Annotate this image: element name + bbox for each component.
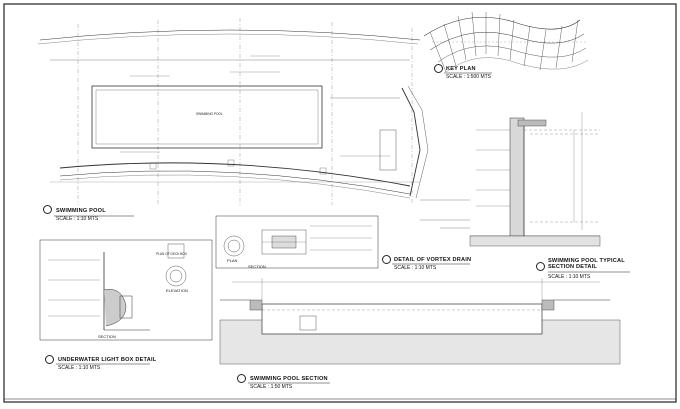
title-bubble (434, 64, 443, 73)
light-box-section-label: SECTION (98, 334, 116, 339)
title-bubble (237, 374, 246, 383)
vortex-drain-scale: SCALE : 1:10 MTS (394, 265, 437, 271)
light-box-elevation-label: ELEVATION (166, 288, 188, 293)
vortex-drain-title: DETAIL OF VORTEX DRAIN (394, 257, 472, 263)
plan-of-deck-box-label: PLAN OF DECK BOX (156, 252, 187, 256)
deck-box-plan-label: PLAN (227, 258, 238, 263)
key-plan-title: KEY PLAN (446, 66, 476, 72)
light-box-drawing (39, 239, 213, 341)
title-bubble (382, 255, 391, 264)
title-bubble (45, 355, 54, 364)
sheet-border (3, 3, 677, 403)
pool-section-drawing (219, 278, 621, 365)
vortex-drain-drawing (420, 199, 470, 229)
pool-center-label: SWIMMING POOL (196, 112, 223, 116)
key-plan-scale: SCALE : 1:500 MTS (446, 74, 492, 80)
title-bubble (536, 262, 545, 271)
light-box-title: UNDERWATER LIGHT BOX DETAIL (58, 357, 157, 363)
pool-section-scale: SCALE : 1:50 MTS (250, 384, 293, 390)
typical-section-drawing (469, 112, 601, 247)
typical-section-scale: SCALE : 1:10 MTS (548, 274, 591, 280)
light-box-scale: SCALE : 1:10 MTS (58, 365, 101, 371)
pool-section-title: SWIMMING POOL SECTION (250, 376, 328, 382)
typical-section-title: SWIMMING POOL TYPICAL SECTION DETAIL (548, 258, 625, 270)
deck-box-drawing (215, 215, 379, 269)
title-bubble (43, 205, 52, 214)
swimming-pool-plan (37, 18, 429, 205)
deck-box-section-label: SECTION (248, 264, 266, 269)
key-plan-drawing (423, 11, 589, 73)
swimming-pool-title: SWIMMING POOL (56, 208, 106, 214)
swimming-pool-scale: SCALE : 1:10 MTS (56, 216, 99, 222)
